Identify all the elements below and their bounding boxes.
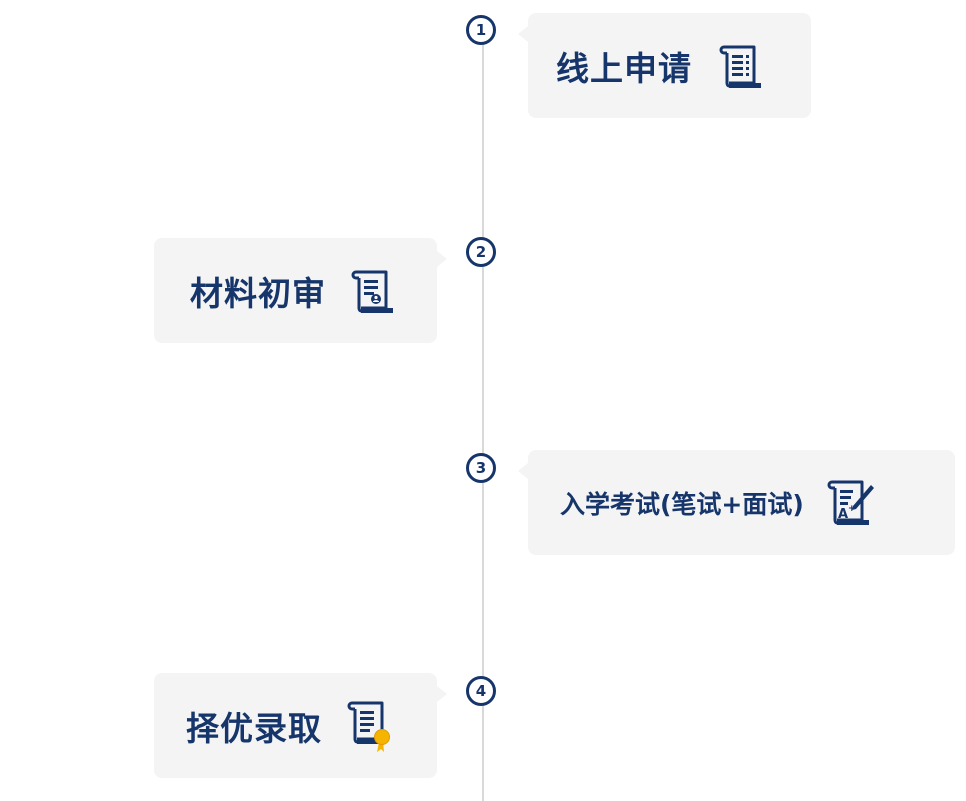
step-marker-3: 3: [466, 453, 496, 483]
scroll-review-icon: [351, 270, 393, 313]
svg-text:+: +: [848, 504, 856, 514]
certificate-award-icon: [347, 701, 390, 752]
exam-grade-icon: A +: [827, 480, 874, 525]
step-marker-4: 4: [466, 676, 496, 706]
timeline-line: [482, 30, 484, 801]
step-card-admission: 择优录取: [154, 673, 447, 778]
step-marker-2: 2: [466, 237, 496, 267]
step-label: 择优录取: [186, 708, 322, 748]
step-label: 材料初审: [190, 273, 326, 313]
svg-text:A: A: [838, 507, 848, 522]
step-label: 入学考试(笔试+面试): [560, 489, 804, 519]
step-card-entrance-exam: 入学考试(笔试+面试) A +: [518, 450, 955, 555]
step-card-initial-review: 材料初审: [154, 238, 447, 343]
scroll-document-icon: [719, 45, 761, 88]
step-marker-1: 1: [466, 15, 496, 45]
step-label: 线上申请: [556, 48, 692, 88]
step-card-online-application: 线上申请: [518, 13, 811, 118]
